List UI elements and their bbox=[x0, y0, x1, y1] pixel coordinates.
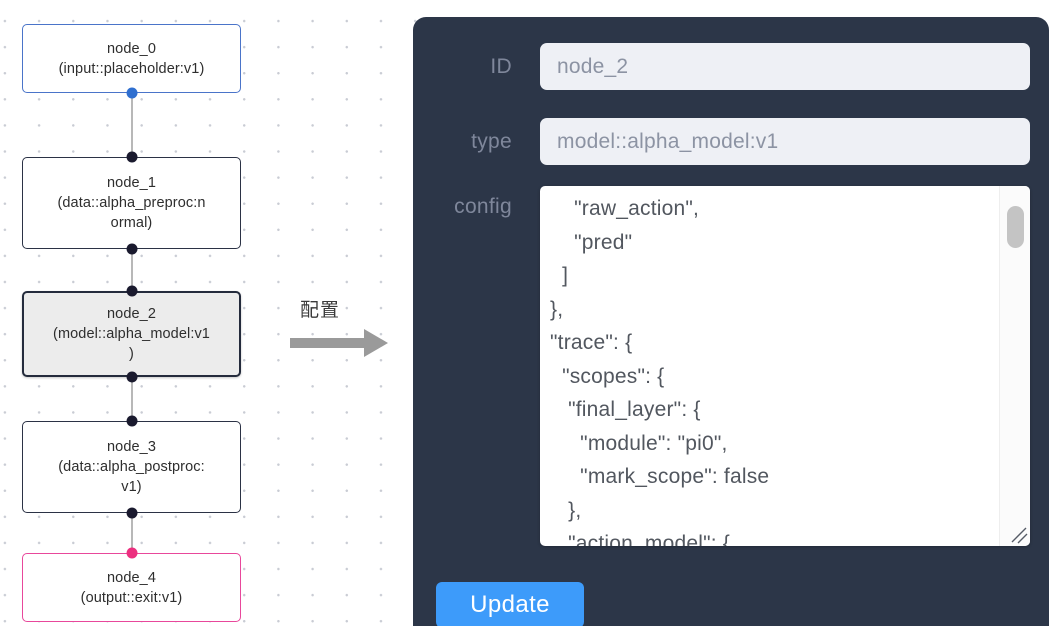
config-textarea-scrollbar[interactable] bbox=[999, 186, 1030, 546]
graph-node-label: node_4(output::exit:v1) bbox=[80, 569, 183, 606]
graph-node-node_3[interactable]: node_3(data::alpha_postproc:v1) bbox=[22, 421, 241, 513]
graph-node-label: node_0(input::placeholder:v1) bbox=[58, 40, 205, 77]
arrow-label: 配置 bbox=[300, 299, 341, 321]
config-field-label: config bbox=[454, 195, 512, 218]
node-handle-target-node_3[interactable] bbox=[126, 415, 137, 427]
config-textarea-value: "raw_action", "pred" ] }, "trace": { "sc… bbox=[550, 197, 770, 546]
edge-node0-node1 bbox=[131, 93, 133, 157]
node-handle-source-node_0[interactable] bbox=[126, 87, 137, 99]
type-field[interactable]: model::alpha_model:v1 bbox=[540, 118, 1030, 165]
graph-node-node_2[interactable]: node_2(model::alpha_model:v1) bbox=[22, 291, 241, 377]
arrow-right-icon bbox=[290, 329, 388, 357]
node-handle-source-node_1[interactable] bbox=[126, 243, 137, 255]
resize-grip-icon[interactable] bbox=[1009, 525, 1029, 545]
graph-node-label: node_2(model::alpha_model:v1) bbox=[53, 306, 210, 362]
edge-node1-node2 bbox=[131, 249, 133, 313]
node-handle-target-node_2[interactable] bbox=[126, 285, 137, 297]
graph-node-node_4[interactable]: node_4(output::exit:v1) bbox=[22, 553, 241, 622]
update-button[interactable]: Update bbox=[436, 582, 584, 626]
node-config-panel: ID node_2 type model::alpha_model:v1 con… bbox=[413, 17, 1049, 626]
graph-node-label: node_3(data::alpha_postproc:v1) bbox=[58, 439, 205, 495]
config-textarea[interactable]: "raw_action", "pred" ] }, "trace": { "sc… bbox=[540, 186, 1030, 546]
edge-node2-node3 bbox=[131, 377, 133, 441]
node-handle-source-node_3[interactable] bbox=[126, 507, 137, 519]
node-handle-source-node_2[interactable] bbox=[126, 371, 137, 383]
node-handle-target-node_1[interactable] bbox=[126, 151, 137, 163]
edge-node3-node4 bbox=[131, 513, 133, 577]
id-field-label: ID bbox=[490, 55, 512, 78]
type-field-label: type bbox=[471, 130, 512, 153]
id-field[interactable]: node_2 bbox=[540, 43, 1030, 90]
config-textarea-scrollbar-thumb[interactable] bbox=[1007, 206, 1024, 248]
configure-arrow-group: 配置 bbox=[290, 295, 400, 360]
node-handle-target-node_4[interactable] bbox=[126, 547, 137, 559]
graph-node-node_0[interactable]: node_0(input::placeholder:v1) bbox=[22, 24, 241, 93]
